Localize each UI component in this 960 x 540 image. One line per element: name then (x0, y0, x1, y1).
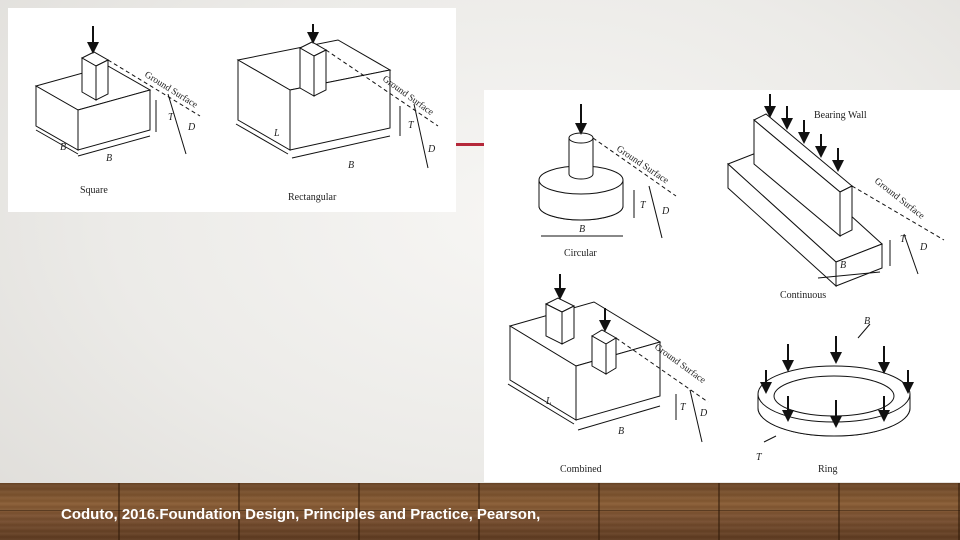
footing-panel-top: Ground Surface T D B B Square Ground Sur… (8, 8, 456, 212)
ground-surface-label-combined: Ground Surface (652, 342, 707, 386)
dim-l-combined: L (545, 396, 552, 407)
dim-d-rectangular: D (427, 144, 436, 155)
bearing-wall-label: Bearing Wall (814, 110, 867, 121)
caption-circular: Circular (564, 248, 597, 259)
dim-b-circular: B (579, 224, 585, 235)
wood-floor-strip (0, 483, 960, 540)
caption-square: Square (80, 185, 108, 196)
dim-t-square: T (168, 112, 175, 123)
dim-t-combined: T (680, 402, 687, 413)
citation-text: Coduto, 2016.Foundation Design, Principl… (61, 506, 541, 523)
caption-combined: Combined (560, 464, 602, 475)
dim-t-rectangular: T (408, 120, 415, 131)
circular-footing (538, 104, 677, 239)
floor-seam (0, 510, 960, 511)
caption-continuous: Continuous (780, 290, 826, 301)
footing-panel-right: Ground Surface T D B Circular Bearing Wa… (484, 90, 960, 482)
rectangular-footing (235, 24, 439, 169)
dim-b-continuous: B (840, 260, 846, 271)
dim-d-continuous: D (919, 242, 928, 253)
dim-b-rectangular: B (348, 160, 354, 171)
dim-b-ring: B (864, 316, 870, 327)
dim-d-circular: D (661, 206, 670, 217)
combined-footing (507, 274, 709, 443)
dim-t-continuous: T (900, 234, 907, 245)
dim-t-ring: T (756, 452, 763, 463)
dim-t-circular: T (640, 200, 647, 211)
dim-b-square-side: B (60, 142, 66, 153)
dim-l-rectangular: L (273, 128, 280, 139)
dim-d-square: D (187, 122, 196, 133)
caption-ring: Ring (818, 464, 837, 475)
caption-rectangular: Rectangular (288, 192, 337, 203)
square-footing (34, 26, 201, 157)
square-rectangular-diagram: Ground Surface T D B B Square Ground Sur… (34, 24, 439, 203)
accent-line (456, 143, 484, 146)
circular-continuous-combined-ring-diagram: Ground Surface T D B Circular Bearing Wa… (507, 94, 945, 475)
dim-d-combined: D (699, 408, 708, 419)
ring-footing (757, 323, 914, 443)
ground-surface-label-continuous: Ground Surface (872, 176, 926, 222)
dim-b-combined: B (618, 426, 624, 437)
dim-b-square-front: B (106, 153, 112, 164)
continuous-footing (727, 94, 945, 288)
